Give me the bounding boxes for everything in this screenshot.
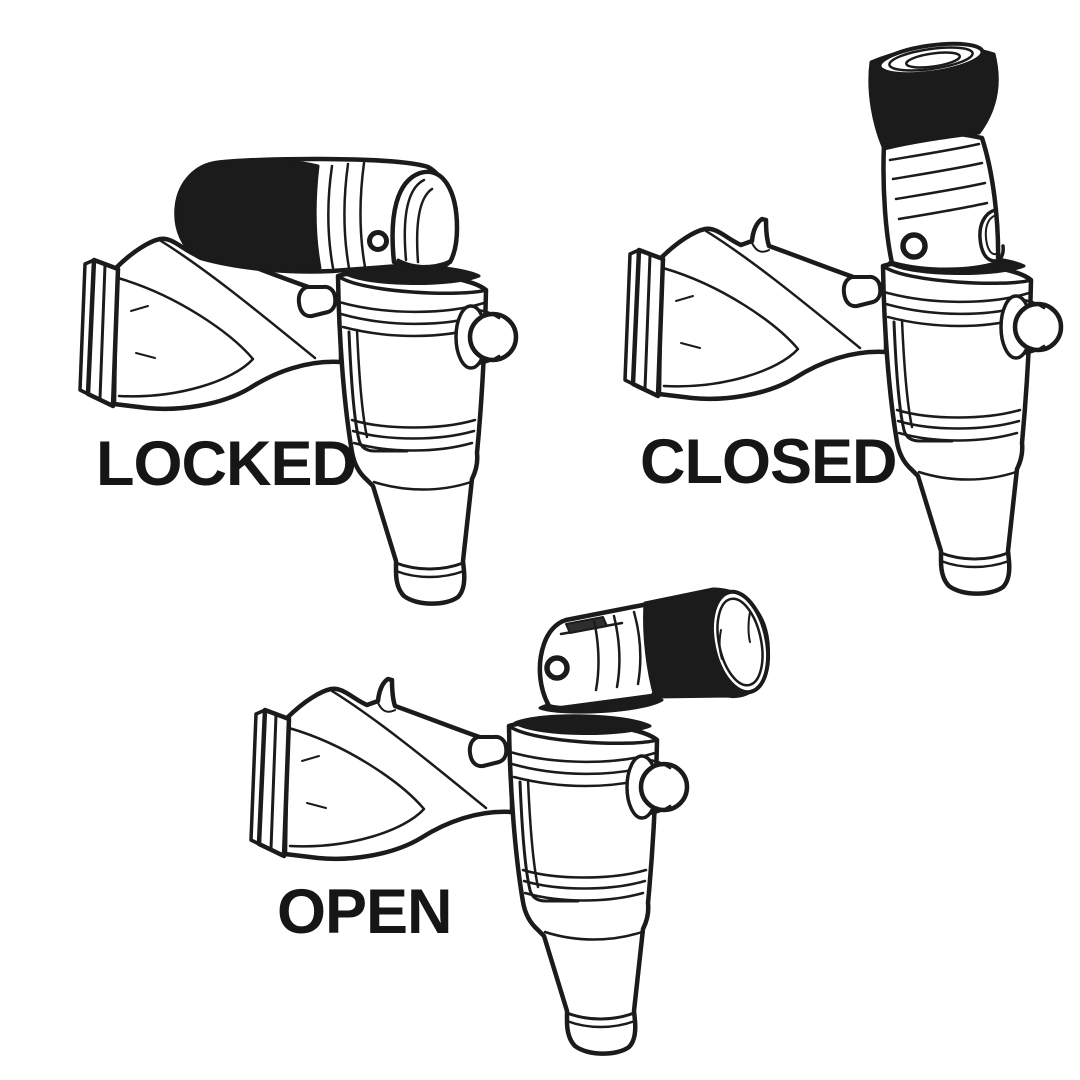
locked-pivot-pin [367,230,389,252]
open-figure-illustration [251,587,771,1054]
locked-figure-illustration [80,156,516,604]
closed-faucet-body [625,219,1061,594]
open-latch-recess [565,616,608,634]
open-handle-tilted [537,587,771,714]
open-pivot-pin [544,655,570,681]
locked-faucet-body [80,229,516,604]
locked-label: LOCKED [96,429,357,499]
locked-knurled-grip [176,159,322,271]
locked-handle-folded [174,156,460,274]
open-label: OPEN [277,877,453,947]
open-faucet-body [251,679,687,1054]
closed-label: CLOSED [640,427,898,497]
closed-pivot-pin [900,232,928,260]
closed-figure-illustration [625,41,1061,594]
closed-handle-upright [868,41,1005,272]
